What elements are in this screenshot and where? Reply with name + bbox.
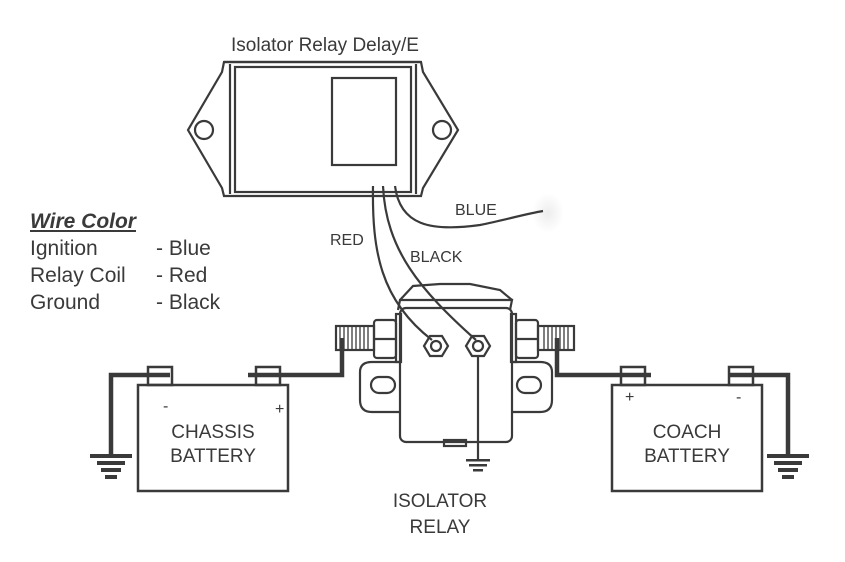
coach-pos-sign: +	[625, 389, 635, 406]
diagram-title: Isolator Relay Delay/E	[231, 35, 419, 56]
coil-terminal-right	[464, 334, 492, 358]
chassis-neg-sign: -	[163, 398, 169, 415]
blue-wire-label: BLUE	[455, 202, 497, 219]
chassis-neg-post	[146, 365, 174, 387]
legend-row: Ignition - Blue	[30, 235, 220, 262]
coach-pos-post	[619, 365, 647, 387]
relay-label-line2: RELAY	[409, 517, 471, 538]
black-wire	[381, 185, 477, 341]
chassis-label-line1: CHASSIS	[171, 422, 255, 443]
chassis-pos-sign: +	[275, 401, 285, 418]
isolator-relay	[334, 282, 576, 448]
coach-positive-cable	[554, 338, 651, 378]
coach-label-line1: COACH	[652, 422, 722, 443]
black-wire-label: BLACK	[410, 249, 463, 266]
legend-function: Relay Coil	[30, 264, 126, 287]
legend-title: Wire Color	[30, 210, 136, 233]
coach-neg-post	[727, 365, 755, 387]
relay-ground-icon	[466, 459, 490, 472]
chassis-ground-cable	[108, 372, 170, 455]
chassis-positive-cable	[248, 338, 345, 378]
chassis-ground-icon	[90, 454, 132, 479]
chassis-pos-post	[254, 365, 282, 387]
red-wire-label: RED	[330, 232, 364, 249]
wire-color-legend: Wire Color Ignition - Blue Relay Coil - …	[30, 208, 220, 316]
legend-color: - Blue	[156, 237, 211, 260]
module-label-area	[330, 76, 398, 167]
legend-color: - Black	[156, 291, 221, 314]
coach-battery-label: COACH BATTERY	[612, 421, 762, 469]
coach-neg-sign: -	[736, 389, 742, 406]
chassis-label-line2: BATTERY	[170, 446, 256, 467]
coach-label-line2: BATTERY	[644, 446, 730, 467]
isolator-relay-label: ISOLATOR RELAY	[380, 489, 500, 541]
delay-module	[186, 60, 460, 198]
coach-ground-cable	[728, 372, 791, 455]
mount-hole-left	[193, 119, 215, 141]
legend-function: Ground	[30, 291, 101, 314]
legend-function: Ignition	[30, 237, 98, 260]
legend-row: Relay Coil - Red	[30, 262, 220, 289]
relay-label-line1: ISOLATOR	[392, 491, 488, 512]
coil-terminal-left	[422, 334, 450, 358]
red-wire	[371, 185, 433, 341]
coach-ground-icon	[767, 454, 809, 479]
legend-color: - Red	[156, 264, 208, 287]
mount-hole-right	[431, 119, 453, 141]
chassis-battery	[136, 365, 290, 493]
legend-row: Ground - Black	[30, 289, 220, 316]
chassis-battery-label: CHASSIS BATTERY	[138, 421, 288, 469]
blue-wire	[393, 185, 544, 229]
coach-battery	[610, 365, 764, 493]
